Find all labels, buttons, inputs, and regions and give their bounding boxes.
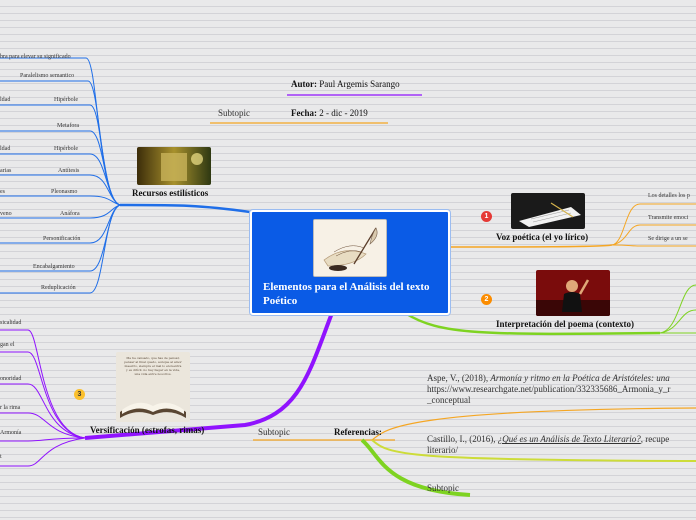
versificacion-badge: 3 — [74, 389, 85, 400]
versificacion-image-poem: Me he cansado, que has de pensar, pensar… — [124, 356, 182, 376]
recursos-item-4-left[interactable]: ldad — [0, 146, 11, 152]
ref1-italic: Armonía y ritmo en la Poética de Aristót… — [490, 373, 670, 383]
recursos-item-6-left[interactable]: es — [0, 189, 5, 195]
ref1-line1[interactable]: Aspe, V., (2018), Armonía y ritmo en la … — [427, 373, 670, 383]
ref2-suffix: , recupe — [640, 434, 670, 444]
quill-image — [313, 219, 387, 277]
recursos-item-1[interactable]: Paralelismo semantico — [20, 73, 75, 79]
interpretacion-badge: 2 — [481, 294, 492, 305]
recursos-item-2[interactable]: Hipérbole — [54, 97, 78, 103]
voz-subbranches — [611, 203, 696, 247]
recursos-item-7-left[interactable]: veno — [0, 211, 12, 217]
subtopic-left[interactable]: Subtopic — [258, 427, 291, 437]
recursos-item-5[interactable]: Antítesis — [58, 168, 80, 174]
ref2-prefix: Castillo, I., (2016), — [427, 434, 498, 444]
voz-item-2[interactable]: Se dirige a un se — [648, 236, 688, 242]
ref1-line3[interactable]: _conceptual — [427, 395, 471, 405]
interpretacion-title[interactable]: Interpretación del poema (contexto) — [496, 319, 635, 329]
date-label: Fecha: — [291, 108, 317, 118]
versificacion-item-3[interactable]: r la rima — [0, 405, 21, 411]
date-line[interactable]: Fecha: 2 - dic - 2019 — [291, 108, 368, 118]
referencias-subtopic[interactable]: Subtopic — [427, 483, 460, 493]
recursos-image — [137, 147, 211, 185]
versificacion-item-2[interactable]: onoridad — [0, 376, 22, 382]
voz-item-1[interactable]: Transmite emoci — [648, 215, 689, 221]
versificacion-title[interactable]: Versificación (estrofas, rimas) — [90, 425, 205, 435]
recursos-item-8[interactable]: Personificación — [43, 236, 81, 242]
central-topic[interactable]: Elementos para el Análisis del texto Poé… — [250, 210, 450, 315]
recursos-item-10[interactable]: Reduplicación — [41, 285, 76, 291]
recursos-item-5-left[interactable]: arias — [0, 168, 12, 174]
author-value: Paul Argemis Sarango — [317, 79, 400, 89]
versificacion-item-1[interactable]: gan el — [0, 342, 15, 348]
author-line[interactable]: Autor: Paul Argemis Sarango — [291, 79, 400, 89]
ref1-prefix: Aspe, V., (2018), — [427, 373, 491, 383]
recursos-title[interactable]: Recursos estilísticos — [132, 188, 209, 198]
ref2-italic: ¿Qué es un Análisis de Texto Literario? — [497, 434, 641, 444]
versificacion-item-4[interactable]: Armonía — [0, 430, 22, 436]
voz-title[interactable]: Voz poética (el yo lírico) — [496, 232, 589, 242]
voz-badge: 1 — [481, 211, 492, 222]
recursos-item-2-left[interactable]: ldad — [0, 97, 11, 103]
ref2-line1[interactable]: Castillo, I., (2016), ¿Qué es un Análisi… — [427, 434, 669, 444]
versificacion-image: Me he cansado, que has de pensar, pensar… — [116, 352, 190, 422]
recursos-item-4[interactable]: Hipérbole — [54, 146, 78, 152]
versificacion-item-0[interactable]: sicalidad — [0, 320, 22, 326]
subtopic-top[interactable]: Subtopic — [218, 108, 251, 118]
date-value: 2 - dic - 2019 — [317, 108, 368, 118]
versificacion-subbranches — [0, 329, 86, 467]
recursos-item-6[interactable]: Pleonasmo — [51, 189, 78, 195]
voz-item-0[interactable]: Los detalles los p — [648, 193, 690, 199]
recursos-item-9[interactable]: Encabalgamiento — [33, 264, 75, 270]
recursos-subbranches — [0, 57, 121, 294]
interpretacion-image — [536, 270, 610, 316]
recursos-branch-line — [119, 203, 251, 214]
recursos-item-3[interactable]: Metafora — [57, 123, 79, 129]
versificacion-item-5[interactable]: t — [0, 454, 2, 460]
ref1-line2[interactable]: https://www.researchgate.net/publication… — [427, 384, 671, 394]
ref2-line2[interactable]: literario/ — [427, 445, 458, 455]
recursos-item-0-left[interactable]: bra para elevar su significado — [0, 54, 71, 60]
voz-image — [511, 193, 585, 229]
referencias-title[interactable]: Referencias: — [334, 427, 382, 437]
central-title: Elementos para el Análisis del texto Poé… — [263, 281, 430, 307]
author-label: Autor: — [291, 79, 317, 89]
recursos-item-7[interactable]: Anáfora — [60, 211, 80, 217]
